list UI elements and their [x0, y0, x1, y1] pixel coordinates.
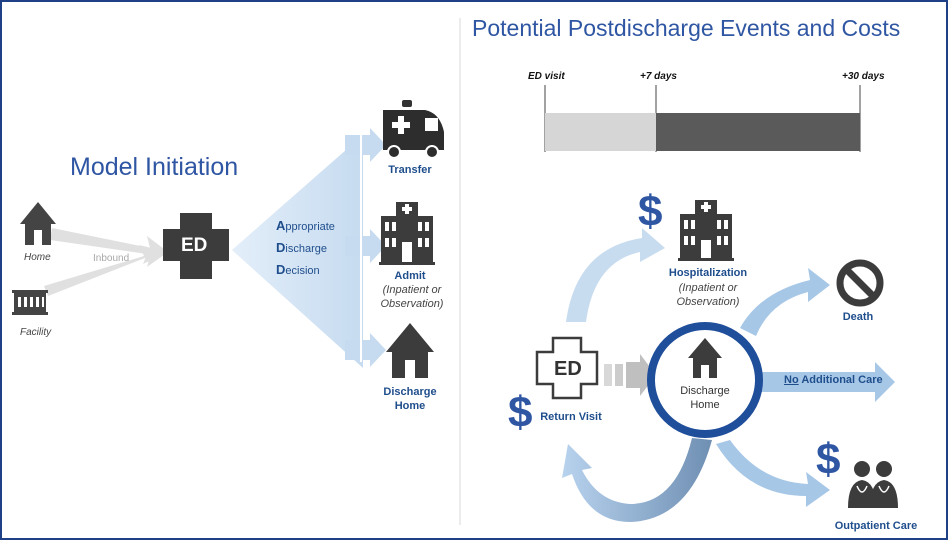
timeline — [544, 85, 861, 152]
death-icon — [836, 259, 884, 307]
hospitalization-cost-icon: $ — [638, 187, 663, 236]
return-visit-label: Return Visit — [540, 411, 602, 423]
hospitalization-sub-1: (Inpatient or — [678, 282, 738, 294]
admit-label: Admit — [394, 270, 426, 282]
timeline-7-days: +7 days — [640, 71, 677, 82]
discharge-home-ring — [647, 322, 763, 438]
add-appropriate: Appropriate — [276, 218, 335, 233]
model-initiation-title: Model Initiation — [70, 153, 239, 181]
discharge-ring-label-2: Home — [690, 399, 720, 411]
timeline-ed-visit: ED visit — [528, 71, 565, 82]
transfer-label: Transfer — [388, 164, 432, 176]
outpatient-cost-icon: $ — [816, 435, 841, 484]
postdischarge-title: Potential Postdischarge Events and Costs — [472, 15, 901, 41]
ed-outline-icon — [535, 336, 599, 400]
facility-icon — [12, 290, 48, 315]
ed-label-right: ED — [554, 358, 582, 380]
death-label: Death — [842, 311, 874, 323]
discharge-home-label-1: Discharge — [383, 386, 437, 398]
return-visit-cost-icon: $ — [508, 388, 533, 437]
outcome-arrows — [345, 128, 386, 367]
flow-arrows — [562, 228, 895, 522]
discharge-ring-label-1: Discharge — [680, 385, 730, 397]
outpatient-care-label: Outpatient Care — [834, 520, 918, 532]
ed-label-left: ED — [181, 235, 208, 256]
admit-sub-2: Observation) — [380, 298, 444, 310]
inbound-arrows — [44, 228, 168, 296]
add-discharge: Discharge — [276, 240, 327, 255]
decision-fan — [232, 135, 363, 368]
hospital-icon — [379, 202, 435, 265]
admit-sub-1: (Inpatient or — [382, 284, 442, 296]
discharge-home-icon — [386, 323, 434, 378]
hospitalization-sub-2: Observation) — [676, 296, 740, 308]
facility-label: Facility — [20, 327, 52, 338]
home-label: Home — [24, 252, 51, 263]
outpatient-doctors-icon — [848, 461, 898, 508]
timeline-30-days: +30 days — [842, 71, 885, 82]
ambulance-icon — [383, 100, 444, 159]
home-icon — [20, 202, 56, 245]
inbound-label: Inbound — [93, 253, 130, 264]
hospitalization-icon — [678, 200, 734, 261]
hospitalization-label: Hospitalization — [668, 267, 748, 279]
no-additional-care-label: No Additional Care — [784, 374, 883, 386]
no-additional-care-arrow — [760, 362, 895, 402]
add-decision: Decision — [276, 262, 320, 277]
ed-cross-icon — [163, 213, 229, 279]
discharge-home-label-2: Home — [394, 400, 426, 412]
